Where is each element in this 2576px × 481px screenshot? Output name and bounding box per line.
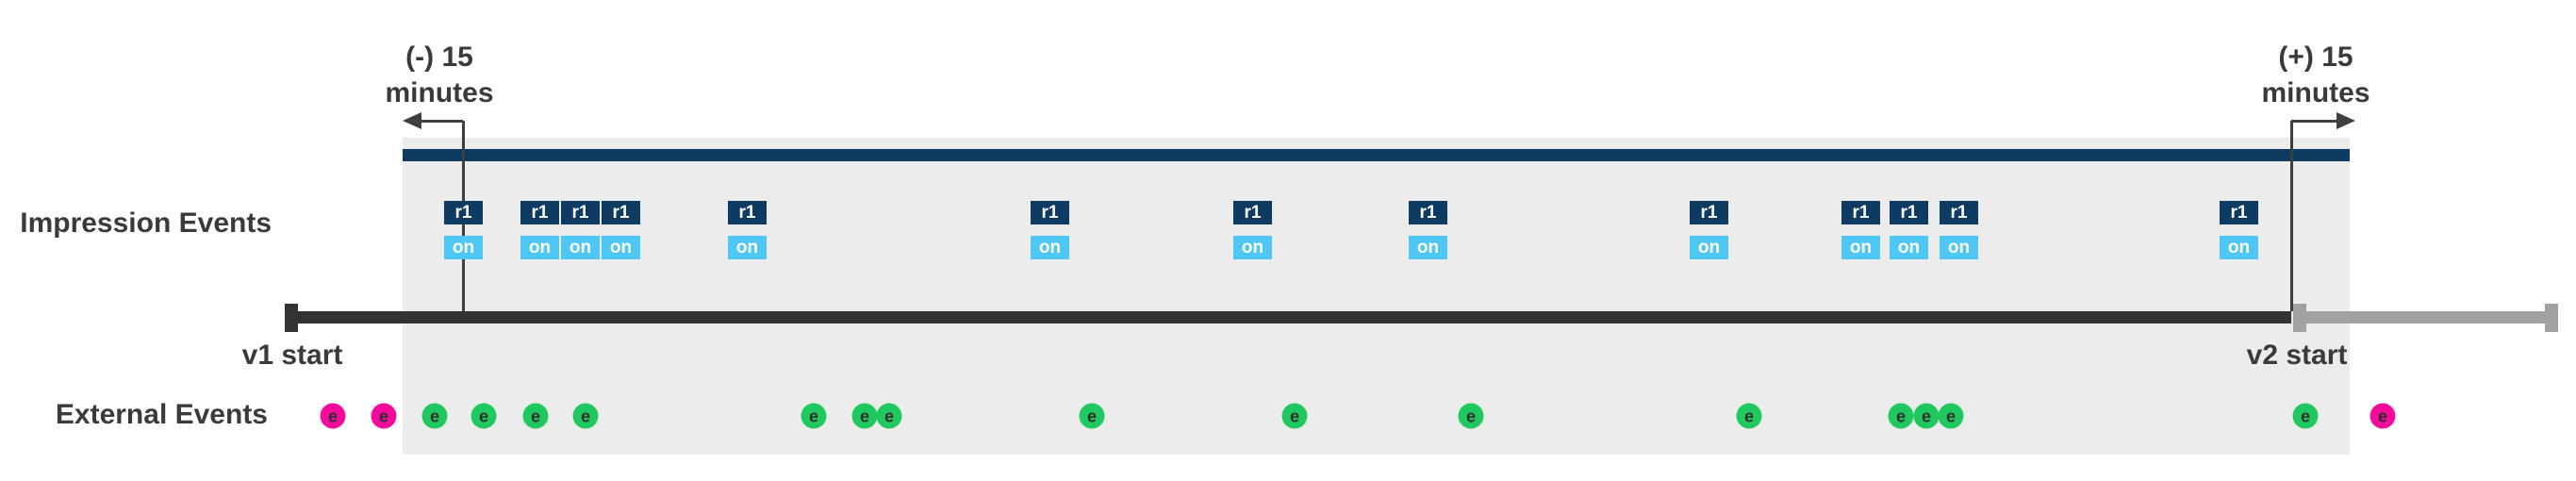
- impression-event-r1-box: r1: [728, 201, 767, 224]
- arrow-left-icon: [403, 112, 421, 129]
- impression-event-on-box: on: [1233, 236, 1272, 259]
- impression-event-r1-box: r1: [444, 201, 483, 224]
- external-event-pink-dot: e: [2370, 403, 2396, 429]
- impression-event-r1-box: r1: [520, 201, 559, 224]
- external-event-green-dot: e: [522, 403, 549, 429]
- external-event-green-dot: e: [471, 403, 497, 429]
- external-event-green-dot: e: [1888, 403, 1914, 429]
- impression-event-on-box: on: [520, 236, 559, 259]
- minus-15-line1: (-) 15: [405, 41, 473, 73]
- timeline-v2-segment: [2299, 311, 2551, 323]
- impression-event-r1-box: r1: [561, 201, 600, 224]
- impression-event-on-box: on: [1890, 236, 1928, 259]
- impression-event-on-box: on: [1690, 236, 1728, 259]
- external-event-green-dot: e: [1736, 403, 1762, 429]
- external-event-pink-dot: e: [371, 403, 397, 429]
- external-event-green-dot: e: [1281, 403, 1308, 429]
- plus-15-minutes-label: (+) 15 minutes: [2261, 40, 2370, 111]
- impression-event-r1-box: r1: [1841, 201, 1880, 224]
- impression-event-on-box: on: [1409, 236, 1447, 259]
- impression-event-r1-box: r1: [1690, 201, 1728, 224]
- impression-event-on-box: on: [728, 236, 767, 259]
- external-event-green-dot: e: [1938, 403, 1964, 429]
- impression-event-on-box: on: [444, 236, 483, 259]
- timeline-v1-start-cap: [285, 304, 298, 332]
- minus-15-arrow-line: [418, 119, 463, 123]
- impression-event-on-box: on: [1031, 236, 1069, 259]
- external-event-green-dot: e: [851, 403, 878, 429]
- impression-event-on-box: on: [2220, 236, 2258, 259]
- arrow-right-icon: [2337, 112, 2355, 129]
- timeline-v1-segment: [288, 311, 2291, 323]
- external-event-green-dot: e: [421, 403, 448, 429]
- external-event-green-dot: e: [801, 403, 827, 429]
- external-event-green-dot: e: [2292, 403, 2319, 429]
- v1-start-label: v1 start: [241, 340, 343, 371]
- external-event-green-dot: e: [1458, 403, 1484, 429]
- impression-event-r1-box: r1: [2220, 201, 2258, 224]
- minus-15-minutes-label: (-) 15 minutes: [385, 40, 493, 111]
- impression-event-on-box: on: [602, 236, 640, 259]
- plus-15-arrow-line: [2291, 119, 2340, 123]
- plus-15-line2: minutes: [2261, 77, 2370, 108]
- impression-event-on-box: on: [1841, 236, 1880, 259]
- impression-event-on-box: on: [1940, 236, 1978, 259]
- external-event-green-dot: e: [572, 403, 599, 429]
- impression-events-row-label: Impression Events: [20, 207, 272, 239]
- impression-event-r1-box: r1: [1031, 201, 1069, 224]
- experiment-window-panel: [403, 138, 2350, 455]
- external-event-green-dot: e: [1079, 403, 1105, 429]
- timeline-v2-start-cap: [2293, 304, 2306, 332]
- impression-event-on-box: on: [561, 236, 600, 259]
- impression-event-r1-box: r1: [602, 201, 640, 224]
- timeline-v2-end-cap: [2545, 304, 2558, 332]
- external-event-green-dot: e: [876, 403, 902, 429]
- external-event-green-dot: e: [1913, 403, 1940, 429]
- experiment-duration-bar: [403, 149, 2350, 161]
- external-event-pink-dot: e: [320, 403, 346, 429]
- minus-15-line2: minutes: [385, 77, 494, 108]
- impression-event-r1-box: r1: [1409, 201, 1447, 224]
- impression-event-r1-box: r1: [1890, 201, 1928, 224]
- impression-event-r1-box: r1: [1940, 201, 1978, 224]
- plus-15-line1: (+) 15: [2278, 41, 2353, 73]
- external-events-row-label: External Events: [55, 399, 268, 430]
- impression-event-r1-box: r1: [1233, 201, 1272, 224]
- plus-15-vertical-line: [2289, 121, 2293, 311]
- v2-start-label: v2 start: [2246, 340, 2348, 371]
